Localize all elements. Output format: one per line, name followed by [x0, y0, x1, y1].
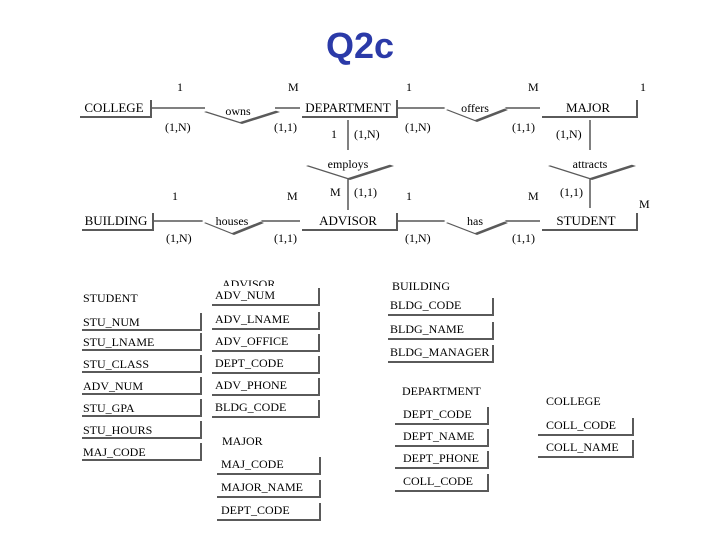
card-offers-major: (1,1): [512, 120, 535, 134]
table-building-rows: BLDG_CODE BLDG_NAME BLDG_MANAGER: [386, 296, 494, 363]
table-major: MAJOR MAJ_CODE MAJOR_NAME DEPT_CODE: [215, 434, 321, 521]
card-owns-m: M: [288, 80, 299, 94]
attribute-cell: BLDG_CODE: [390, 298, 461, 312]
card-major-attracts: (1,N): [556, 127, 582, 141]
relationship-houses-label: houses: [216, 214, 249, 228]
table-college-rows: COLL_CODE COLL_NAME: [536, 416, 634, 458]
card-offers-dept: (1,N): [405, 120, 431, 134]
relationship-attracts: attracts: [546, 150, 636, 180]
attribute-cell: ADV_NUM: [83, 379, 143, 393]
entity-major-label: MAJOR: [566, 100, 610, 115]
attribute-cell: DEPT_CODE: [215, 356, 284, 370]
table-college: COLLEGE COLL_CODE COLL_NAME: [536, 394, 634, 458]
entity-college: COLLEGE: [78, 98, 152, 118]
relationship-houses: houses: [202, 209, 264, 235]
card-has-m: M: [528, 189, 539, 203]
attribute-cell: DEPT_PHONE: [403, 451, 479, 465]
relationship-owns-label: owns: [225, 104, 251, 118]
card-college-owns: (1,N): [165, 120, 191, 134]
relationship-attracts-label: attracts: [573, 157, 608, 171]
card-building-one: 1: [172, 189, 178, 203]
relationship-has-label: has: [467, 214, 483, 228]
attribute-cell: STU_CLASS: [83, 357, 149, 371]
entity-building-label: BUILDING: [85, 213, 148, 228]
attribute-cell: MAJOR_NAME: [221, 480, 303, 494]
card-has-student: (1,1): [512, 231, 535, 245]
attribute-cell: COLL_CODE: [403, 474, 473, 488]
attribute-cell: STU_NUM: [83, 315, 140, 329]
table-building: BUILDING BLDG_CODE BLDG_NAME BLDG_MANAGE…: [386, 279, 494, 363]
relationship-offers-label: offers: [461, 101, 489, 115]
entity-building: BUILDING: [80, 211, 154, 231]
relationship-owns: owns: [202, 98, 280, 124]
table-major-rows: MAJ_CODE MAJOR_NAME DEPT_CODE: [215, 455, 321, 521]
card-building-houses: (1,N): [166, 231, 192, 245]
relationship-employs-label: employs: [328, 157, 369, 171]
attribute-cell: COLL_CODE: [546, 418, 616, 432]
relationship-has: has: [444, 209, 508, 235]
card-houses-advisor: (1,1): [274, 231, 297, 245]
table-major-title: MAJOR: [222, 434, 263, 448]
relationship-employs: employs: [304, 150, 394, 180]
card-advisor-one: 1: [406, 189, 412, 203]
table-building-title: BUILDING: [392, 279, 450, 293]
attribute-cell: DEPT_CODE: [221, 503, 290, 517]
card-student-attracts-11: (1,1): [560, 185, 583, 199]
table-student: STUDENT STU_NUM STU_LNAME STU_CLASS ADV_…: [80, 291, 202, 461]
attribute-cell: BLDG_NAME: [390, 322, 464, 336]
entity-department-label: DEPARTMENT: [305, 100, 390, 115]
entity-student-label: STUDENT: [556, 213, 615, 228]
attribute-cell: ADV_PHONE: [215, 378, 287, 392]
card-offers-m: M: [528, 80, 539, 94]
connector-lines: [150, 107, 591, 222]
table-advisor: ADVISOR ADV_NUM ADV_LNAME ADV_OFFICE DEP…: [210, 277, 320, 418]
table-college-title: COLLEGE: [546, 394, 601, 408]
attribute-cell: BLDG_CODE: [215, 400, 286, 414]
attribute-cell: ADV_OFFICE: [215, 334, 288, 348]
attribute-cell: MAJ_CODE: [83, 445, 146, 459]
entity-advisor: ADVISOR: [300, 211, 398, 231]
attribute-cell: STU_HOURS: [83, 423, 152, 437]
table-department-title: DEPARTMENT: [402, 384, 482, 398]
card-dept-employs-1n: (1,N): [354, 127, 380, 141]
card-advisor-m: M: [330, 185, 341, 199]
card-has-advisor: (1,N): [405, 231, 431, 245]
attribute-cell: ADV_NUM: [215, 288, 275, 302]
table-department-rows: DEPT_CODE DEPT_NAME DEPT_PHONE COLL_CODE: [393, 405, 489, 492]
relationship-offers: offers: [444, 96, 508, 122]
attribute-cell: ADV_LNAME: [215, 312, 290, 326]
table-department: DEPARTMENT DEPT_CODE DEPT_NAME DEPT_PHON…: [393, 384, 489, 492]
attribute-cell: STU_GPA: [83, 401, 135, 415]
entity-department: DEPARTMENT: [300, 98, 398, 118]
attribute-cell: DEPT_CODE: [403, 407, 472, 421]
card-student-m: M: [639, 197, 650, 211]
entity-major: MAJOR: [540, 98, 638, 118]
cardinality-labels: 1 M 1 M 1 (1,N) (1,1) 1 (1,N) (1,N) (1,1…: [165, 80, 650, 245]
card-advisor-11: (1,1): [354, 185, 377, 199]
attribute-cell: COLL_NAME: [546, 440, 619, 454]
entity-student: STUDENT: [540, 211, 638, 231]
card-college-one: 1: [177, 80, 183, 94]
card-dept-one: 1: [406, 80, 412, 94]
attribute-cell: STU_LNAME: [83, 335, 154, 349]
attribute-cell: BLDG_MANAGER: [390, 345, 489, 359]
table-student-rows: STU_NUM STU_LNAME STU_CLASS ADV_NUM STU_…: [80, 311, 202, 461]
card-houses-m: M: [287, 189, 298, 203]
attribute-cell: DEPT_NAME: [403, 429, 474, 443]
page-title: Q2c: [326, 25, 394, 66]
entity-advisor-label: ADVISOR: [319, 213, 377, 228]
table-advisor-rows: ADV_NUM ADV_LNAME ADV_OFFICE DEPT_CODE A…: [210, 286, 320, 418]
entity-college-label: COLLEGE: [84, 100, 143, 115]
card-dept-owns: (1,1): [274, 120, 297, 134]
table-student-title: STUDENT: [83, 291, 138, 305]
card-major-one: 1: [640, 80, 646, 94]
card-dept-employs-one: 1: [331, 127, 337, 141]
attribute-cell: MAJ_CODE: [221, 457, 284, 471]
